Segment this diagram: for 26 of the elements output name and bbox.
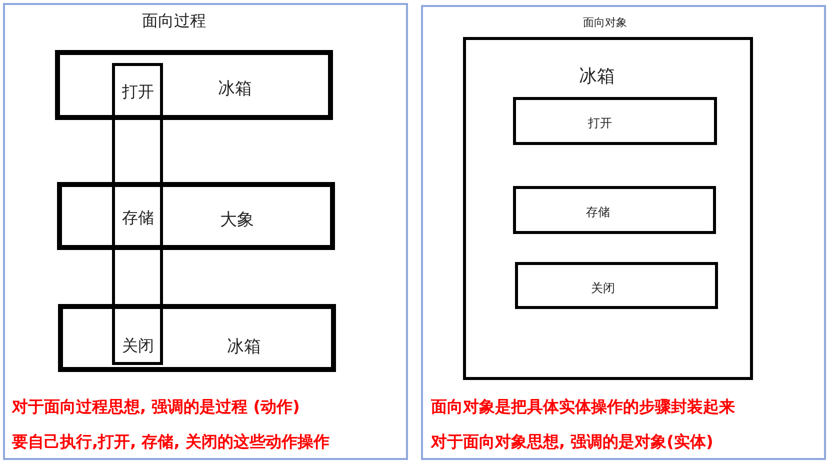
panel-heading: 面向过程 (142, 11, 206, 32)
panel (421, 5, 826, 460)
object-box (463, 37, 753, 380)
note-text: 要自己执行,打开, 存储, 关闭的这些动作操作 (12, 432, 330, 453)
box-label: 大象 (220, 209, 254, 231)
process-box (55, 50, 333, 120)
note-text: 面向对象是把具体实体操作的步骤封装起来 (431, 397, 735, 418)
method-box (513, 186, 716, 234)
box-label: 存储 (586, 204, 610, 221)
note-text: 对于面向过程思想, 强调的是过程 (动作) (12, 397, 300, 418)
note-text: 对于面向对象思想, 强调的是对象(实体) (431, 432, 714, 453)
method-box (513, 97, 717, 145)
process-box (57, 182, 335, 250)
box-label: 打开 (122, 82, 154, 103)
box-label: 冰箱 (579, 65, 615, 88)
process-box (58, 304, 336, 372)
box-label: 冰箱 (218, 78, 252, 100)
box-label: 冰箱 (227, 336, 261, 358)
panel-heading: 面向对象 (583, 15, 627, 30)
box-label: 关闭 (591, 280, 615, 297)
box-label: 存储 (122, 208, 154, 229)
method-box (515, 262, 718, 309)
box-label: 打开 (588, 115, 612, 132)
panel (3, 3, 408, 460)
action-box (112, 63, 163, 365)
box-label: 关闭 (122, 336, 154, 357)
